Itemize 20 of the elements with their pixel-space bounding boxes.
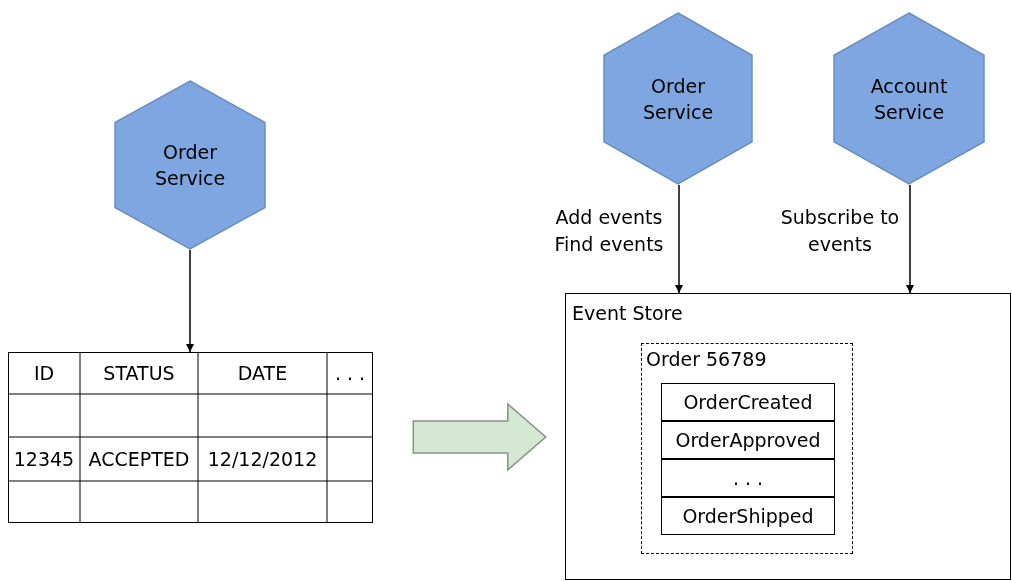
event-store-box xyxy=(565,293,1011,580)
event-row: OrderShipped xyxy=(661,497,835,535)
column-header: DATE xyxy=(236,361,289,386)
event-row: OrderApproved xyxy=(661,421,835,459)
column-header: STATUS xyxy=(102,361,176,386)
service-name: Order Service xyxy=(641,73,715,125)
table-entry: 12/12/2012 xyxy=(206,447,319,472)
service-name: Order Service xyxy=(153,140,227,191)
dashed-group-box xyxy=(641,343,853,554)
event-row: OrderCreated xyxy=(661,383,835,421)
column-header: ID xyxy=(32,361,56,386)
event-row: . . . xyxy=(661,459,835,497)
arrow xyxy=(186,249,194,353)
column-header: . . . xyxy=(333,361,367,386)
arrow xyxy=(675,184,683,294)
table-entry: ACCEPTED xyxy=(87,447,191,472)
table-entry: 12345 xyxy=(12,447,76,472)
arrow xyxy=(906,184,914,294)
service-name: Account Service xyxy=(869,73,949,125)
block-arrow xyxy=(412,402,547,472)
